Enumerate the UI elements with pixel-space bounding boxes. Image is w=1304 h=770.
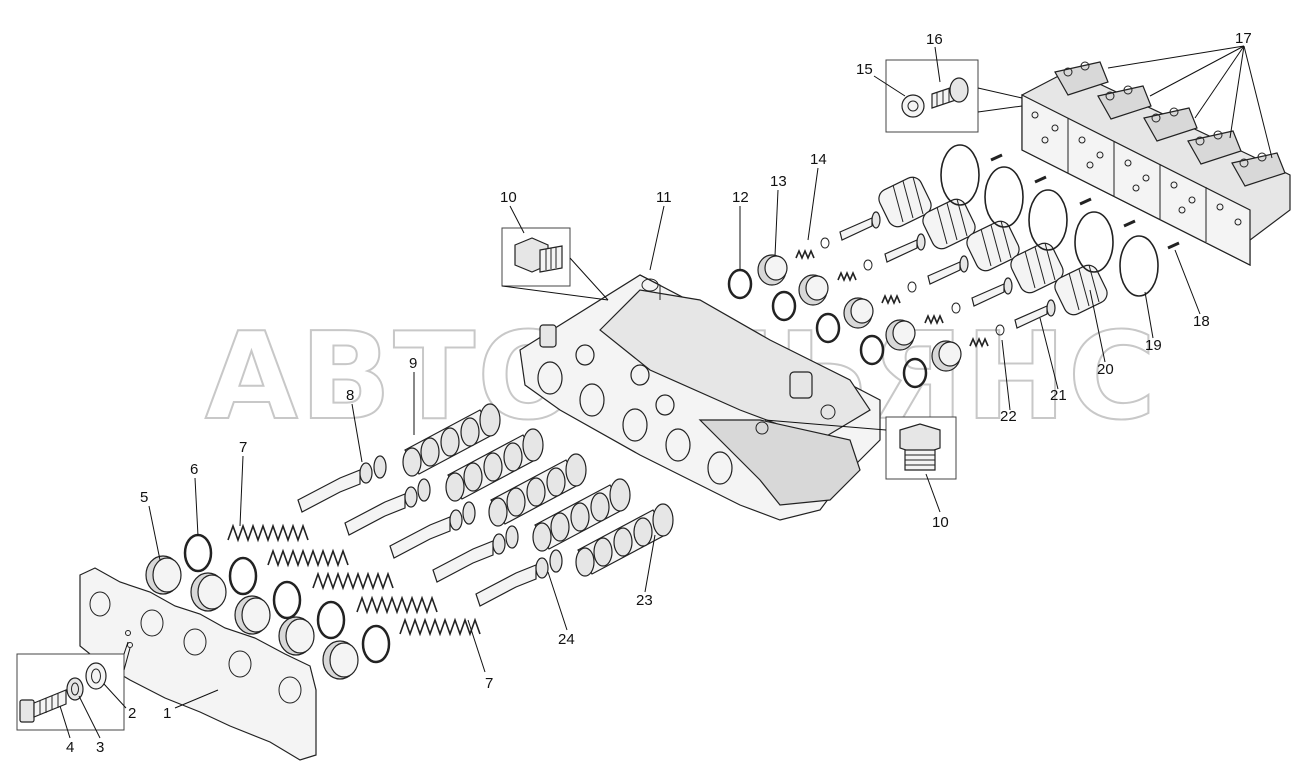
callout-21: 21	[1050, 387, 1067, 404]
valve-body-housing	[519, 274, 881, 521]
callout-9: 9	[409, 355, 417, 372]
callout-7-left: 7	[239, 439, 247, 456]
spring-washer	[901, 94, 925, 118]
dowel-pins	[990, 153, 1180, 250]
callout-12: 12	[732, 189, 749, 206]
spools-row	[402, 403, 674, 577]
solenoid-block	[1021, 61, 1291, 266]
callout-10-bottom: 10	[932, 514, 949, 531]
end-caps-row	[145, 555, 359, 680]
callout-14: 14	[810, 151, 827, 168]
callout-18: 18	[1193, 313, 1210, 330]
callouts: 1 2 3 4 5 6 7 7 8 9 10 10 11 12 13 14 15…	[66, 30, 1252, 756]
bolt	[19, 689, 67, 723]
lock-washer	[66, 677, 84, 701]
callout-16: 16	[926, 31, 943, 48]
callout-5: 5	[140, 489, 148, 506]
callout-2: 2	[128, 705, 136, 722]
screw-head	[949, 77, 969, 103]
callout-13: 13	[770, 173, 787, 190]
plug-inset-top	[501, 227, 609, 301]
gasket-plate	[79, 567, 317, 761]
callout-17: 17	[1235, 30, 1252, 47]
callout-10-top: 10	[500, 189, 517, 206]
callout-22: 22	[1000, 408, 1017, 425]
screw-inset	[885, 59, 1023, 133]
callout-8: 8	[346, 387, 354, 404]
callout-24: 24	[558, 631, 575, 648]
bolt-inset	[16, 641, 131, 731]
springs-row	[227, 523, 481, 637]
callout-1: 1	[163, 705, 171, 722]
plug-inset-bottom	[764, 416, 957, 480]
callout-20: 20	[1097, 361, 1114, 378]
solenoid-pins	[839, 211, 1056, 329]
callout-19: 19	[1145, 337, 1162, 354]
large-o-rings	[940, 144, 1159, 297]
callout-23: 23	[636, 592, 653, 609]
valve-stems-row	[297, 455, 563, 607]
callout-6: 6	[190, 461, 198, 478]
flat-washer	[85, 662, 107, 690]
leader-lines	[59, 45, 1273, 739]
callout-11: 11	[656, 189, 672, 206]
callout-15: 15	[856, 61, 873, 78]
solenoid-spools	[878, 176, 1108, 316]
upper-caps-and-rings	[727, 237, 1005, 389]
callout-3: 3	[96, 739, 104, 756]
callout-4: 4	[66, 739, 74, 756]
callout-7-bottom: 7	[485, 675, 493, 692]
